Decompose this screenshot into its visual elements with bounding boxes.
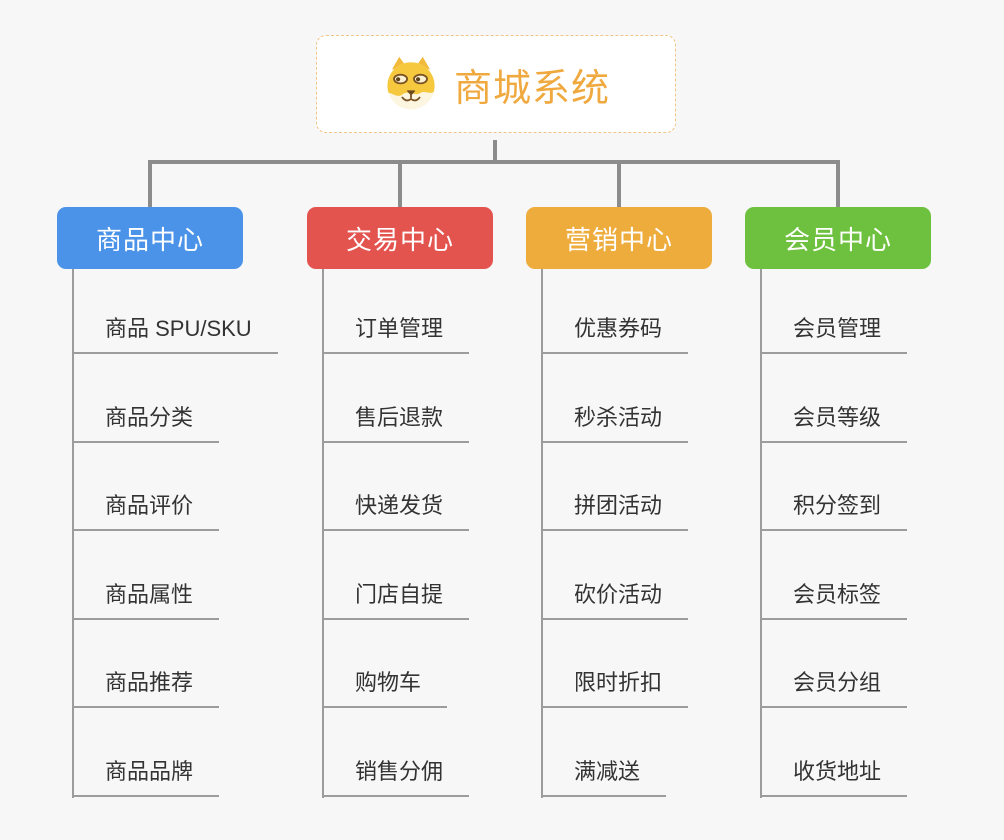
subtopic[interactable]: 快递发货 [322,491,470,531]
subtopic[interactable]: 限时折扣 [541,668,689,708]
subtopic[interactable]: 商品分类 [72,403,220,443]
branch-topic-label: 营销中心 [564,224,673,255]
subtopic[interactable]: 门店自提 [322,580,470,620]
branch-topic-label: 交易中心 [345,224,454,255]
connector-trunk [72,269,74,798]
branch-topic-label: 商品中心 [95,224,204,255]
subtopic[interactable]: 积分签到 [760,491,908,531]
connector-branch-stub [617,162,621,207]
subtopic[interactable]: 满减送 [541,757,667,797]
subtopic[interactable]: 优惠券码 [541,314,689,354]
subtopic[interactable]: 商品评价 [72,491,220,531]
subtopic[interactable]: 会员标签 [760,580,908,620]
connector-trunk [760,269,762,798]
subtopic[interactable]: 商品属性 [72,580,220,620]
connector-branch-stub [836,162,840,207]
root-topic[interactable]: 商城系统 [316,35,676,133]
connector-trunk [322,269,324,798]
subtopic[interactable]: 收货地址 [760,757,908,797]
branch-topic-trade-center[interactable]: 交易中心 [307,207,493,269]
connector-trunk [541,269,543,798]
doge-icon [387,56,435,110]
subtopic[interactable]: 拼团活动 [541,491,689,531]
subtopic[interactable]: 会员分组 [760,668,908,708]
root-topic-label: 商城系统 [453,67,610,110]
connector-horizontal-bar [148,160,840,164]
connector-branch-stub [148,162,152,207]
subtopic[interactable]: 会员等级 [760,403,908,443]
branch-topic-label: 会员中心 [783,224,892,255]
connector-branch-stub [398,162,402,207]
subtopic[interactable]: 砍价活动 [541,580,689,620]
subtopic[interactable]: 商品推荐 [72,668,220,708]
branch-topic-member-center[interactable]: 会员中心 [745,207,931,269]
subtopic[interactable]: 购物车 [322,668,448,708]
branch-topic-marketing-center[interactable]: 营销中心 [526,207,712,269]
subtopic[interactable]: 秒杀活动 [541,403,689,443]
subtopic[interactable]: 商品 SPU/SKU [72,314,278,354]
subtopic[interactable]: 会员管理 [760,314,908,354]
subtopic[interactable]: 销售分佣 [322,757,470,797]
subtopic[interactable]: 订单管理 [322,314,470,354]
connector-root-stub [493,140,497,162]
subtopic[interactable]: 商品品牌 [72,757,220,797]
branch-topic-product-center[interactable]: 商品中心 [57,207,243,269]
subtopic[interactable]: 售后退款 [322,403,470,443]
